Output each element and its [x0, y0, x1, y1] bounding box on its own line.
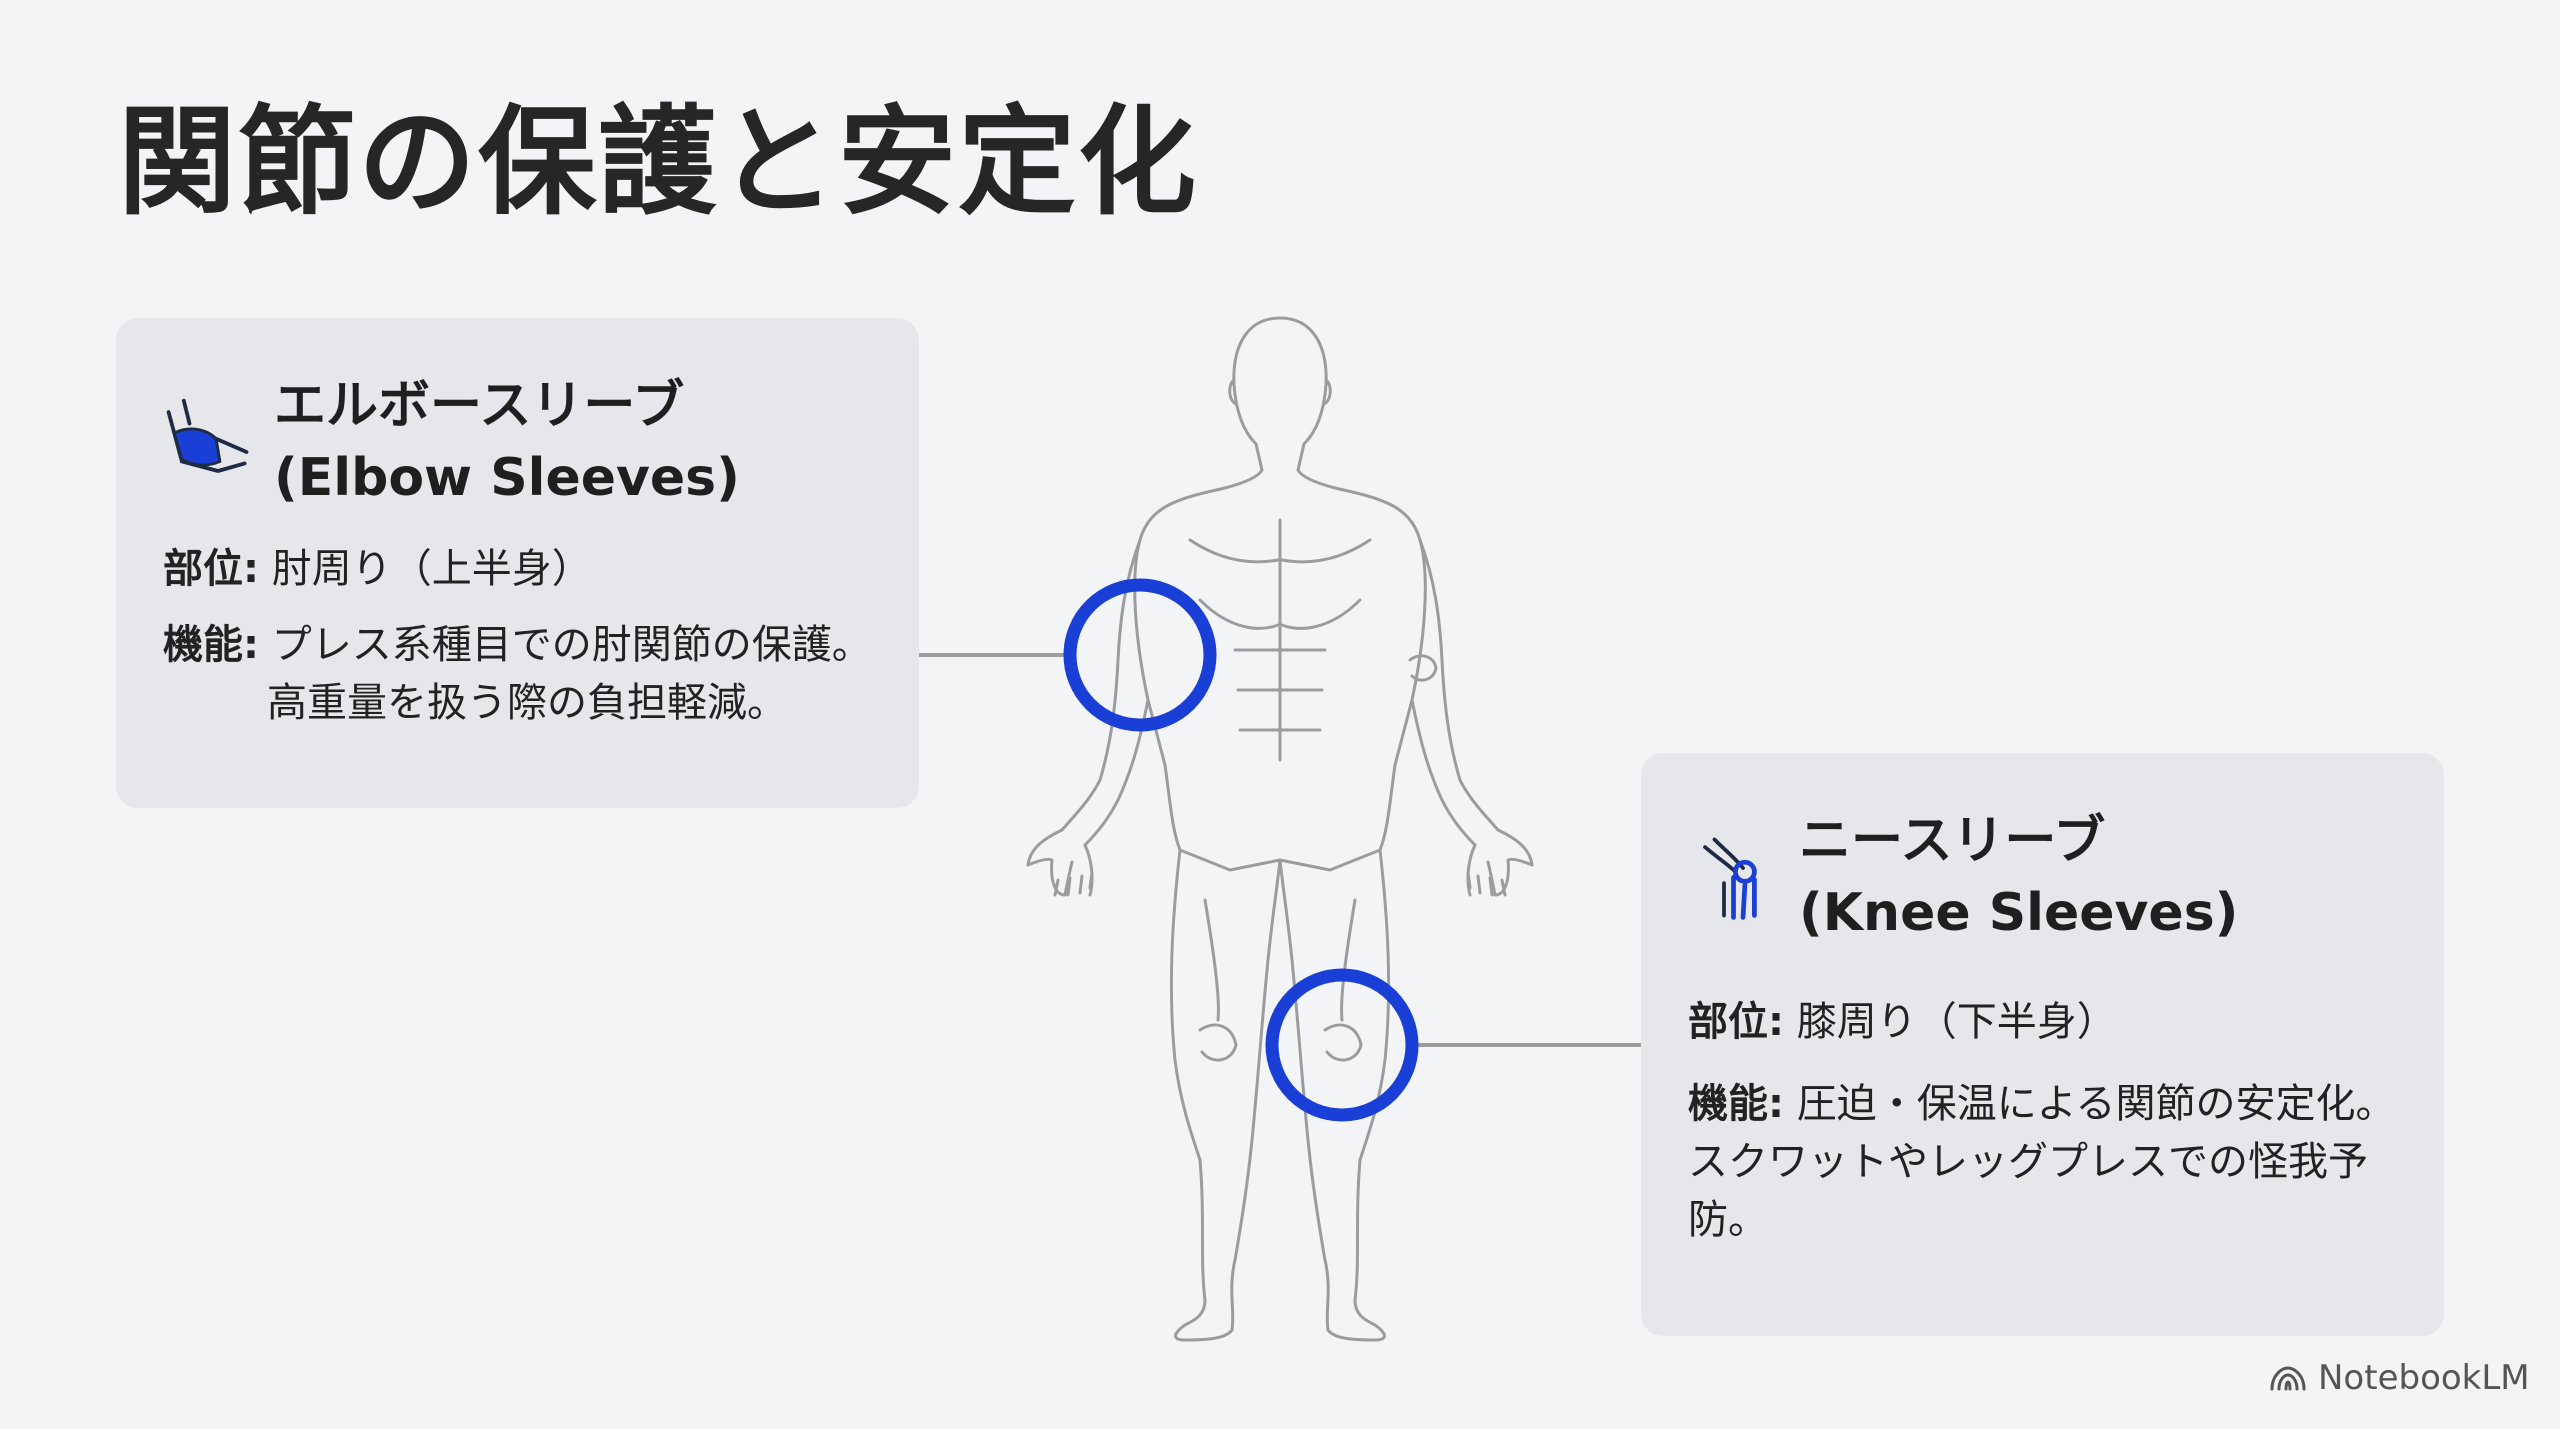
- knee-site-label: 部位:: [1688, 999, 1784, 1045]
- knee-function-label: 機能:: [1688, 1081, 1784, 1127]
- elbow-sleeves-panel: エルボースリーブ (Elbow Sleeves) 部位: 肘周り（上半身） 機能…: [116, 318, 919, 808]
- elbow-site-row: 部位: 肘周り（上半身）: [163, 540, 592, 598]
- knee-function-line-3: 防。: [1688, 1197, 1768, 1243]
- knee-highlight-circle: [1265, 968, 1419, 1122]
- notebooklm-logo-icon: [2270, 1366, 2306, 1391]
- elbow-highlight-circle: [1063, 578, 1217, 732]
- elbow-title-ja: エルボースリーブ: [274, 376, 685, 436]
- elbow-site-value: 肘周り（上半身）: [271, 546, 592, 592]
- knee-function-line-1: 圧迫・保温による関節の安定化。: [1796, 1081, 2396, 1127]
- left-hand-outline: [1026, 828, 1094, 897]
- right-leg-outline: [1278, 848, 1391, 1342]
- knee-function-line-2: スクワットやレッグプレスでの怪我予: [1688, 1139, 2368, 1185]
- elbow-function-row: 機能: プレス系種目での肘関節の保護。 高重量を扱う際の負担軽減。: [163, 616, 872, 732]
- knee-sleeves-panel: ニースリーブ (Knee Sleeves) 部位: 膝周り（下半身） 機能: 圧…: [1641, 753, 2444, 1336]
- knee-function-row: 機能: 圧迫・保温による関節の安定化。 スクワットやレッグプレスでの怪我予 防。: [1688, 1075, 2396, 1249]
- knee-panel-header: ニースリーブ (Knee Sleeves): [1686, 805, 2238, 949]
- head-outline: [1223, 316, 1337, 490]
- right-arm-outline: [1410, 538, 1500, 847]
- knee-site-value: 膝周り（下半身）: [1796, 999, 2117, 1045]
- elbow-function-line-2: 高重量を扱う際の負担軽減。: [267, 680, 787, 726]
- knee-site-row: 部位: 膝周り（下半身）: [1688, 993, 2117, 1051]
- page-title: 関節の保護と安定化: [118, 93, 1199, 231]
- elbow-function-label: 機能:: [163, 622, 259, 668]
- knee-title-en: (Knee Sleeves): [1799, 883, 2239, 943]
- knee-joint-icon: [1703, 837, 1757, 920]
- elbow-site-label: 部位:: [163, 546, 259, 592]
- knee-title-ja: ニースリーブ: [1799, 811, 2106, 871]
- brand-label: NotebookLM: [2318, 1358, 2530, 1398]
- left-leg-outline: [1169, 848, 1282, 1342]
- right-hand-outline: [1466, 828, 1534, 897]
- elbow-title-en: (Elbow Sleeves): [274, 448, 740, 508]
- elbow-panel-header: エルボースリーブ (Elbow Sleeves): [161, 370, 740, 514]
- elbow-sleeve-icon: [166, 398, 249, 473]
- elbow-function-line-1: プレス系種目での肘関節の保護。: [271, 622, 872, 668]
- notebooklm-brand: NotebookLM: [2268, 1358, 2530, 1398]
